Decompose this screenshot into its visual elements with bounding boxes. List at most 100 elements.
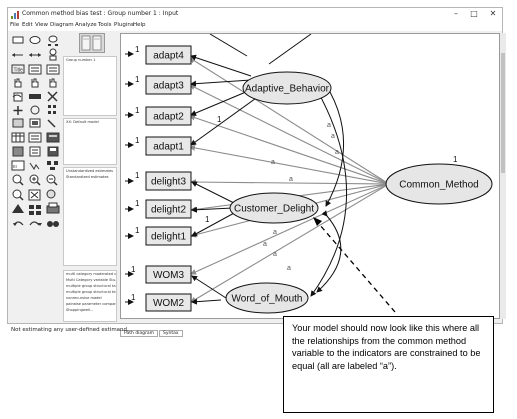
file-item[interactable]: multiple group structural te...: [66, 290, 117, 294]
indicator-adapt1[interactable]: [145, 136, 192, 156]
standardized-option[interactable]: Standardized estimates: [66, 175, 109, 179]
unstandardized-option[interactable]: Unstandardized estimates: [66, 169, 114, 173]
specification-search-icon[interactable]: [47, 221, 59, 227]
indicator-adapt2[interactable]: [145, 106, 192, 126]
cm-path-wom2[interactable]: [190, 183, 390, 303]
path-diagram-canvas[interactable]: adapt4 adapt3 adapt2 adapt1 delight3 del…: [120, 33, 500, 319]
loading-delight1[interactable]: [191, 211, 237, 237]
indicator-wom3[interactable]: [145, 265, 192, 284]
preserve-symmetry-icon[interactable]: [47, 161, 58, 170]
zoom-area-icon[interactable]: [12, 174, 24, 186]
list-datavars-icon[interactable]: [46, 64, 60, 75]
menu-help[interactable]: Help: [133, 22, 146, 28]
analysis-properties-icon[interactable]: [28, 132, 42, 143]
loading-delight3[interactable]: [191, 181, 237, 205]
loading-adapt3[interactable]: [190, 79, 252, 87]
loading-delight2[interactable]: [191, 206, 234, 213]
reflect-icon[interactable]: [48, 105, 56, 114]
redo-icon[interactable]: [29, 221, 42, 226]
latent-common-method[interactable]: [385, 163, 493, 205]
latent-word-of-mouth[interactable]: [225, 282, 309, 314]
menu-diagram[interactable]: Diagram: [50, 22, 74, 28]
select-all-icon[interactable]: [31, 78, 39, 88]
rotate-icon[interactable]: [30, 105, 40, 115]
double-arrow-icon[interactable]: [29, 53, 41, 57]
group-item[interactable]: Group number 1: [66, 58, 96, 62]
vertical-scrollbar[interactable]: [500, 33, 506, 319]
latent-customer-delight[interactable]: [229, 192, 319, 224]
menu-analyze[interactable]: Analyze: [75, 22, 97, 28]
file-item[interactable]: Shoppingwell...: [66, 308, 94, 312]
menu-file[interactable]: File: [10, 22, 20, 28]
maximize-button[interactable]: □: [470, 9, 478, 18]
single-arrow-icon[interactable]: [12, 53, 23, 57]
indicator-delight3[interactable]: [145, 171, 192, 191]
cm-path-delight3[interactable]: [190, 179, 390, 186]
degrees-freedom-icon[interactable]: [12, 204, 24, 213]
draw-observed-icon[interactable]: [12, 36, 24, 44]
loading-adapt2[interactable]: [190, 88, 254, 116]
scroll-icon[interactable]: [29, 118, 41, 128]
covariance-adaptive-delight[interactable]: [324, 86, 344, 207]
draw-latent-icon[interactable]: [48, 35, 58, 46]
cm-path-adapt2[interactable]: [189, 114, 390, 185]
loading-adapt1[interactable]: [190, 95, 260, 146]
minimize-button[interactable]: –: [454, 9, 458, 18]
menu-tools[interactable]: Tools: [98, 22, 112, 28]
indicator-wom2[interactable]: [145, 293, 192, 312]
tab-syntax[interactable]: Syntax: [159, 330, 183, 337]
loading-wom3[interactable]: [191, 275, 227, 299]
menu-view[interactable]: View: [35, 22, 49, 28]
draw-unobserved-icon[interactable]: [29, 36, 41, 44]
model-item[interactable]: XX: Default model: [66, 120, 99, 124]
cm-path-adapt4[interactable]: [189, 57, 390, 185]
cm-path-wom3[interactable]: [190, 183, 390, 275]
zoom-in-icon[interactable]: [29, 174, 41, 186]
scrollbar-thumb[interactable]: [501, 53, 505, 173]
indicator-delight2[interactable]: [145, 199, 192, 219]
multiple-group-icon[interactable]: [29, 205, 41, 215]
loading-adapt4[interactable]: [190, 54, 252, 77]
touch-up-icon[interactable]: [47, 119, 56, 128]
fit-to-page-icon[interactable]: [28, 189, 41, 201]
data-files-icon[interactable]: [11, 132, 25, 143]
file-item[interactable]: nonrecursive model: [66, 296, 102, 300]
calculate-estimates-icon[interactable]: [46, 132, 60, 143]
copy-icon[interactable]: [12, 92, 23, 102]
file-item[interactable]: multiple group structural ta...: [66, 284, 117, 288]
menu-edit[interactable]: Edit: [22, 22, 33, 28]
deselect-icon[interactable]: [49, 78, 57, 88]
save-icon[interactable]: [47, 146, 59, 157]
close-button[interactable]: ✕: [489, 9, 497, 18]
loading-wom2[interactable]: [191, 298, 222, 305]
zoom-out-icon[interactable]: [46, 174, 58, 186]
select-one-icon[interactable]: [14, 78, 22, 88]
indicator-adapt4[interactable]: [145, 45, 192, 65]
file-item[interactable]: multi category moderated c...: [66, 272, 117, 276]
move-params-icon[interactable]: [12, 118, 24, 128]
file-item[interactable]: Multi Category variable Stu...: [66, 278, 117, 282]
tab-path-diagram[interactable]: Path diagram: [120, 330, 159, 337]
erase-icon[interactable]: [47, 91, 58, 102]
file-item[interactable]: pairwise parameter compar...: [66, 302, 117, 306]
menu-plugins[interactable]: Plugins: [114, 22, 134, 28]
indicator-delight1[interactable]: [145, 226, 192, 246]
object-properties-icon[interactable]: III: [11, 160, 25, 171]
latent-adaptive-behavior[interactable]: [242, 71, 332, 105]
drag-properties-icon[interactable]: [29, 162, 40, 170]
indicator-adapt3[interactable]: [145, 75, 192, 95]
input-output-toggle[interactable]: [79, 33, 105, 53]
cm-path-adapt1[interactable]: [189, 144, 390, 185]
unique-variable-icon[interactable]: [49, 48, 57, 61]
view-text-icon[interactable]: [29, 146, 41, 157]
list-variables-icon[interactable]: [28, 64, 42, 75]
move-icon[interactable]: [29, 94, 41, 99]
shape-change-icon[interactable]: [13, 106, 23, 115]
title-icon[interactable]: Title: [11, 64, 25, 74]
loupe-icon[interactable]: [46, 189, 56, 199]
copy-clipboard-icon[interactable]: [12, 146, 24, 157]
zoom-page-icon[interactable]: [12, 189, 24, 201]
undo-icon[interactable]: [13, 221, 24, 226]
print-icon[interactable]: [46, 202, 60, 214]
covariance-delight-wom[interactable]: [316, 210, 342, 293]
